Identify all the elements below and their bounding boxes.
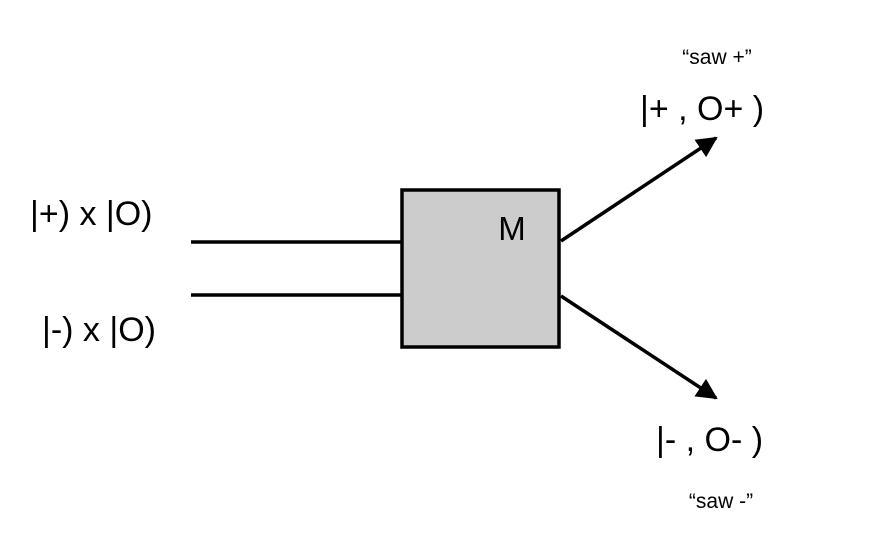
output-arrow-minus: [560, 294, 718, 400]
measurement-box-label: M: [498, 210, 526, 247]
output-label-plus: |+ , O+ ): [640, 90, 764, 128]
output-label-minus: |- , O- ): [656, 421, 763, 459]
output-caption-minus: “saw -”: [689, 490, 753, 513]
output-caption-plus: “saw +”: [682, 46, 751, 69]
measurement-box: [400, 188, 561, 349]
input-label-minus: |-) x |O): [42, 311, 156, 349]
input-label-plus: |+) x |O): [30, 195, 153, 233]
output-arrow-plus: [560, 136, 718, 243]
